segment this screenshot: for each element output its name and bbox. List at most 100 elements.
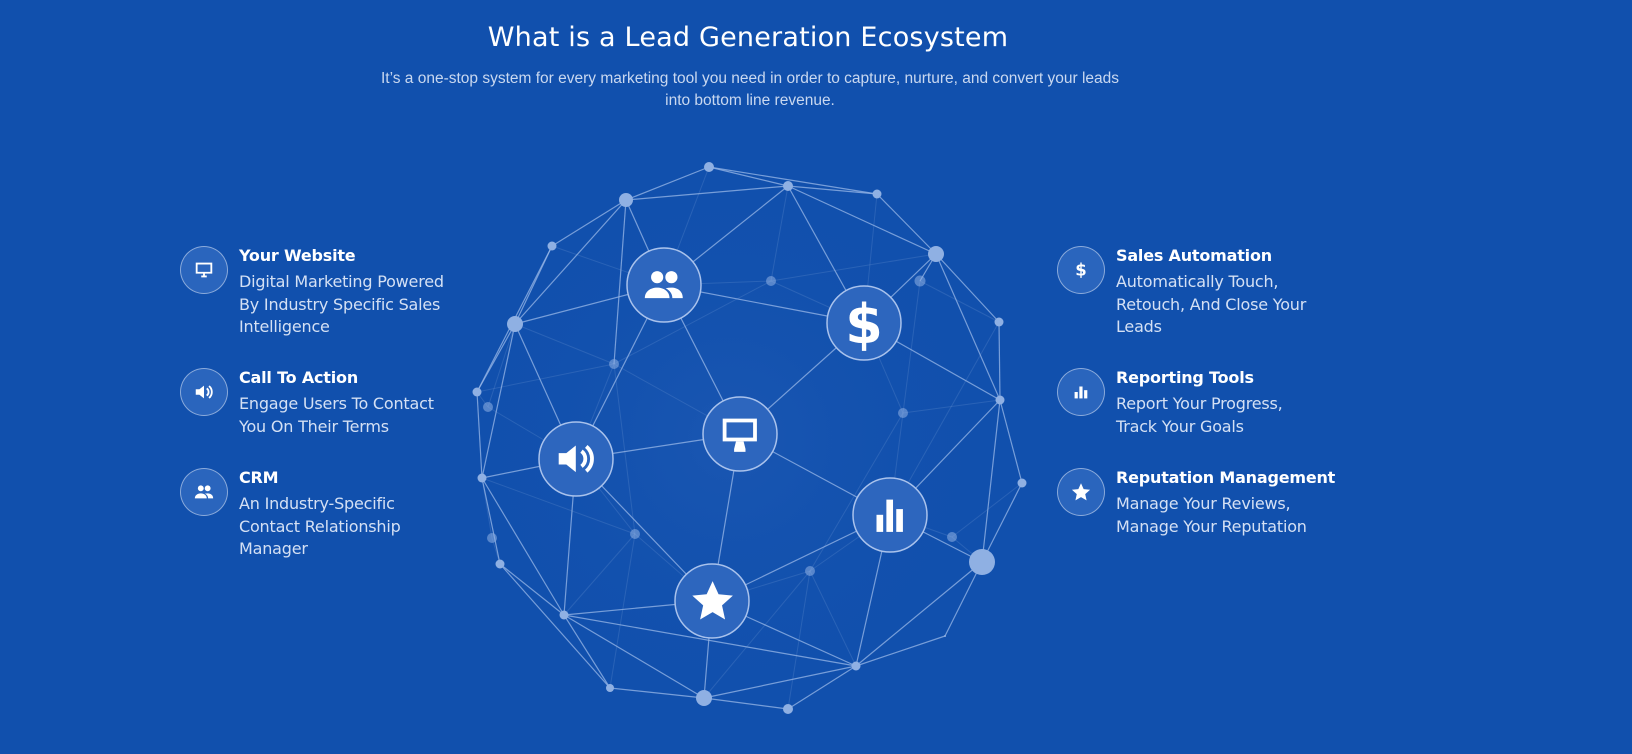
network-edge	[944, 561, 983, 637]
network-edge-faint	[951, 482, 1023, 538]
feature-desc: Manage Your Reviews, Manage Your Reputat…	[1116, 494, 1307, 536]
network-edge-faint	[703, 570, 811, 699]
network-edge-faint	[770, 185, 789, 282]
network-dot	[944, 635, 946, 637]
network-edge-faint	[919, 280, 1000, 323]
network-edge-faint	[902, 280, 921, 414]
network-edge	[625, 166, 710, 201]
network-edge	[613, 199, 627, 365]
network-edge	[787, 185, 937, 255]
network-edge	[855, 561, 983, 667]
network-dot	[994, 317, 1004, 327]
network-edge	[708, 166, 878, 195]
network-edge	[563, 614, 857, 667]
network-dot	[928, 246, 944, 262]
network-dot	[559, 610, 569, 620]
network-edge-faint	[809, 570, 857, 667]
network-edge-faint	[770, 253, 937, 282]
svg-text:$: $	[1075, 261, 1086, 280]
network-dot	[914, 275, 926, 287]
network-dot	[969, 549, 995, 575]
network-dot	[487, 533, 497, 543]
feature-title: Reputation Management	[1116, 468, 1336, 487]
network-edge	[499, 563, 565, 616]
page-subtitle: It’s a one-stop system for every marketi…	[380, 70, 1120, 109]
network-edge-faint	[609, 533, 636, 689]
feature-desc: Digital Marketing Powered By Industry Sp…	[239, 272, 444, 336]
star-icon	[1057, 468, 1105, 516]
sphere-node-users	[626, 247, 702, 323]
sphere-node-megaphone	[538, 421, 614, 497]
sphere-node-bar-chart	[852, 477, 928, 553]
page-title: What is a Lead Generation Ecosystem	[487, 22, 1009, 53]
feature-desc: Engage Users To Contact You On Their Ter…	[239, 394, 434, 436]
network-edge-faint	[613, 363, 636, 535]
network-edge	[481, 477, 501, 565]
megaphone-icon	[558, 444, 594, 473]
network-edge-faint	[487, 323, 516, 408]
users-icon	[180, 468, 228, 516]
network-dot	[766, 276, 776, 286]
network-dot	[609, 359, 619, 369]
network-dot	[696, 690, 712, 706]
network-edge-faint	[902, 399, 1001, 414]
network-edge	[998, 321, 1001, 401]
feature-desc: An Industry-Specific Contact Relationshi…	[239, 494, 401, 558]
network-edge-faint	[476, 363, 615, 393]
feature-title: Reporting Tools	[1116, 368, 1254, 387]
network-dot	[872, 189, 882, 199]
network-dot	[805, 566, 815, 576]
network-dot	[851, 661, 861, 671]
feature-title: Sales Automation	[1116, 246, 1272, 265]
network-edge	[563, 614, 611, 689]
network-edge	[703, 665, 857, 699]
network-edge	[625, 185, 789, 201]
network-dot	[477, 473, 487, 483]
sphere-node-monitor	[702, 396, 778, 472]
network-edge-faint	[613, 280, 772, 365]
bar-chart-icon	[1057, 368, 1105, 416]
network-edge	[787, 665, 857, 710]
network-dot	[507, 316, 523, 332]
network-dot	[547, 241, 557, 251]
network-edge	[787, 185, 878, 195]
network-edge	[609, 687, 705, 699]
feature-title: Your Website	[239, 246, 356, 265]
network-edge	[855, 635, 946, 667]
feature-desc: Report Your Progress, Track Your Goals	[1116, 394, 1283, 436]
network-edge	[981, 399, 1001, 563]
feature-title: Call To Action	[239, 368, 359, 387]
network-edge-faint	[514, 323, 615, 365]
network-dot	[472, 387, 482, 397]
network-edge	[876, 193, 937, 255]
network-edge-faint	[809, 412, 904, 572]
network-dot	[606, 684, 614, 692]
sphere-node-star	[674, 563, 750, 639]
star-icon	[692, 581, 733, 620]
network-dot	[898, 408, 908, 418]
network-edge	[935, 253, 1000, 323]
network-dot	[783, 181, 793, 191]
network-dot	[495, 559, 505, 569]
sphere-node-dollar: $	[826, 285, 902, 361]
dollar-icon: $	[845, 293, 883, 356]
dollar-icon: $	[1057, 246, 1105, 294]
network-dot	[947, 532, 957, 542]
network-edge	[481, 323, 516, 479]
network-edge-faint	[563, 533, 636, 616]
network-edge	[476, 391, 483, 479]
network-edge	[551, 199, 627, 247]
network-dot	[630, 529, 640, 539]
network-edge	[999, 399, 1023, 484]
bar-chart-icon	[876, 499, 903, 532]
network-edge	[499, 563, 611, 689]
feature-desc: Automatically Touch, Retouch, And Close …	[1116, 272, 1307, 336]
feature-title: CRM	[239, 468, 279, 487]
monitor-icon	[722, 418, 757, 452]
network-edge	[481, 477, 565, 616]
network-edge	[708, 166, 789, 187]
network-dot	[995, 395, 1005, 405]
users-icon	[644, 271, 683, 299]
network-edge-faint	[481, 477, 636, 535]
